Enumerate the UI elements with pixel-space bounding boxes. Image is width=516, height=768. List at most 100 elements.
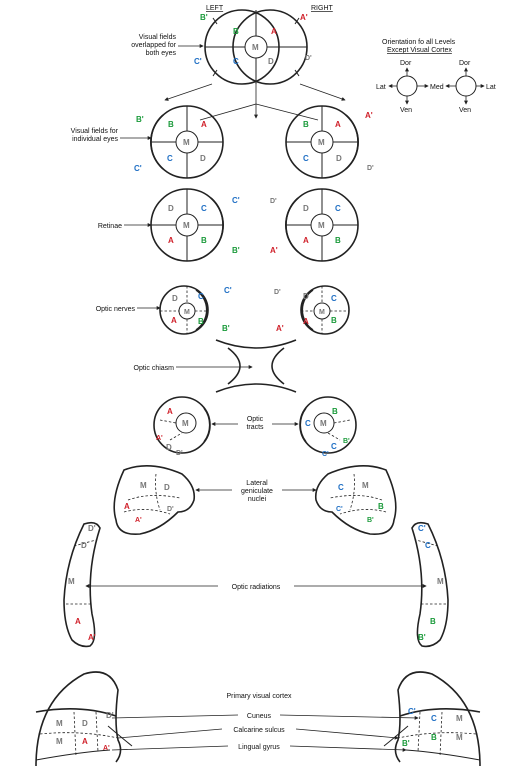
left-nerve-a: A <box>171 316 177 325</box>
label-calcarine-sulcus: Calcarine sulcus <box>233 727 285 734</box>
right-tract-b: B <box>332 407 338 416</box>
label-optic-radiations: Optic radiations <box>232 584 281 591</box>
left-eye-visual-field <box>150 105 224 179</box>
left-tract-m: M <box>182 419 189 428</box>
left-optic-tract <box>153 396 211 454</box>
left-b-prime: B' <box>136 115 144 124</box>
right-cortex-m-bottom: M <box>456 733 463 742</box>
left-m: M <box>183 138 190 147</box>
left-retina-c-prime: C' <box>232 196 240 205</box>
left-cortex-a-prime: A' <box>103 745 110 752</box>
right-retina-c: C <box>335 204 341 213</box>
left-cortex-m-top: M <box>56 719 63 728</box>
left-retina-m: M <box>183 221 190 230</box>
right-lgn-c-prime: C' <box>336 506 343 513</box>
right-optic-nerve <box>300 285 350 335</box>
right-tract-c: C <box>305 419 311 428</box>
right-nerve-m: M <box>319 309 325 316</box>
left-b: B <box>168 120 174 129</box>
left-cortex-a: A <box>82 737 88 746</box>
left-cortex-d-prime: D' <box>106 711 114 720</box>
left-retina-c: C <box>201 204 207 213</box>
left-retina-b-prime: B' <box>232 246 240 255</box>
left-retina-d: D <box>168 204 174 213</box>
left-optic-nerve <box>159 285 209 335</box>
right-retina-a: A <box>303 236 309 245</box>
right-rad-b: B <box>430 617 436 626</box>
orientation-dor-left: Dor <box>400 60 412 67</box>
right-retina-m: M <box>318 221 325 230</box>
left-d: D <box>200 154 206 163</box>
right-nerve-a-prime: A' <box>276 324 284 333</box>
label-lgn-3: nuclei <box>248 496 267 503</box>
quadrant-d-prime: D' <box>305 55 312 62</box>
left-nerve-m: M <box>184 309 190 316</box>
right-b: B <box>303 120 309 129</box>
left-c-prime: C' <box>134 164 142 173</box>
left-lgn-d: D <box>164 483 170 492</box>
left-header: LEFT <box>206 5 224 12</box>
left-a: A <box>201 120 207 129</box>
left-rad-d-prime: D' <box>88 524 96 533</box>
left-lgn-d-prime: D' <box>167 506 174 513</box>
orientation-legend: Orientation fo all Levels Except Visual … <box>376 39 496 114</box>
right-nerve-d: D <box>303 292 309 301</box>
quadrant-b: B <box>233 27 239 36</box>
left-lgn <box>113 465 196 536</box>
right-lgn-c: C <box>338 483 344 492</box>
left-cortex-d: D <box>82 719 88 728</box>
left-lgn-m: M <box>140 481 147 490</box>
label-fields-both-2: overlapped for <box>131 42 176 49</box>
right-rad-b-prime: B' <box>418 633 426 642</box>
orientation-title-1: Orientation fo all Levels <box>382 39 456 46</box>
overlapped-visual-fields <box>204 9 308 85</box>
left-lgn-a-prime: A' <box>135 517 142 524</box>
left-rad-a: A <box>75 617 81 626</box>
quadrant-a-prime: A' <box>300 13 308 22</box>
right-lgn-b: B <box>378 502 384 511</box>
label-lingual-gyrus: Lingual gyrus <box>238 744 280 751</box>
right-rad-m: M <box>437 577 444 586</box>
left-nerve-b-prime: B' <box>222 324 230 333</box>
label-fields-both-1: Visual fields <box>139 34 177 41</box>
right-cortex-b-prime: B' <box>402 739 410 748</box>
left-optic-radiation <box>63 521 101 648</box>
label-primary-visual-cortex: Primary visual cortex <box>227 693 292 700</box>
right-d: D <box>336 154 342 163</box>
left-nerve-c-prime: C' <box>224 286 232 295</box>
label-optic-chiasm: Optic chiasm <box>134 365 175 372</box>
right-nerve-c: C <box>331 294 337 303</box>
right-visual-cortex <box>383 671 481 767</box>
optic-chiasm <box>215 339 297 393</box>
right-d-prime: D' <box>367 165 374 172</box>
orientation-ven-left: Ven <box>400 107 412 114</box>
right-optic-tract <box>299 396 357 454</box>
right-lgn-b-prime: B' <box>367 517 374 524</box>
right-tract-b-prime: B' <box>343 438 350 445</box>
label-optic-nerves: Optic nerves <box>96 306 136 313</box>
right-c: C <box>303 154 309 163</box>
quadrant-a: A <box>271 27 277 36</box>
left-retina-b: B <box>201 236 207 245</box>
right-retina-b: B <box>335 236 341 245</box>
label-optic-tracts-2: tracts <box>246 424 264 431</box>
right-retina <box>285 188 359 262</box>
orientation-title-2: Except Visual Cortex <box>387 47 452 54</box>
label-lgn-2: geniculate <box>241 488 273 495</box>
left-lgn-a: A <box>124 502 130 511</box>
right-tract-c-prime: C' <box>322 451 329 458</box>
left-rad-m: M <box>68 577 75 586</box>
right-lgn <box>314 465 397 536</box>
right-eye-visual-field <box>285 105 359 179</box>
orientation-dor-right: Dor <box>459 60 471 67</box>
label-fields-individual-2: individual eyes <box>72 136 118 143</box>
right-cortex-c: C <box>431 714 437 723</box>
left-tract-a-prime: A' <box>156 435 163 442</box>
right-a-prime: A' <box>365 111 373 120</box>
left-tract-a: A <box>167 407 173 416</box>
left-cortex-m-bottom: M <box>56 737 63 746</box>
left-visual-cortex <box>35 671 133 767</box>
right-rad-c: C <box>425 541 431 550</box>
right-retina-a-prime: A' <box>270 246 278 255</box>
